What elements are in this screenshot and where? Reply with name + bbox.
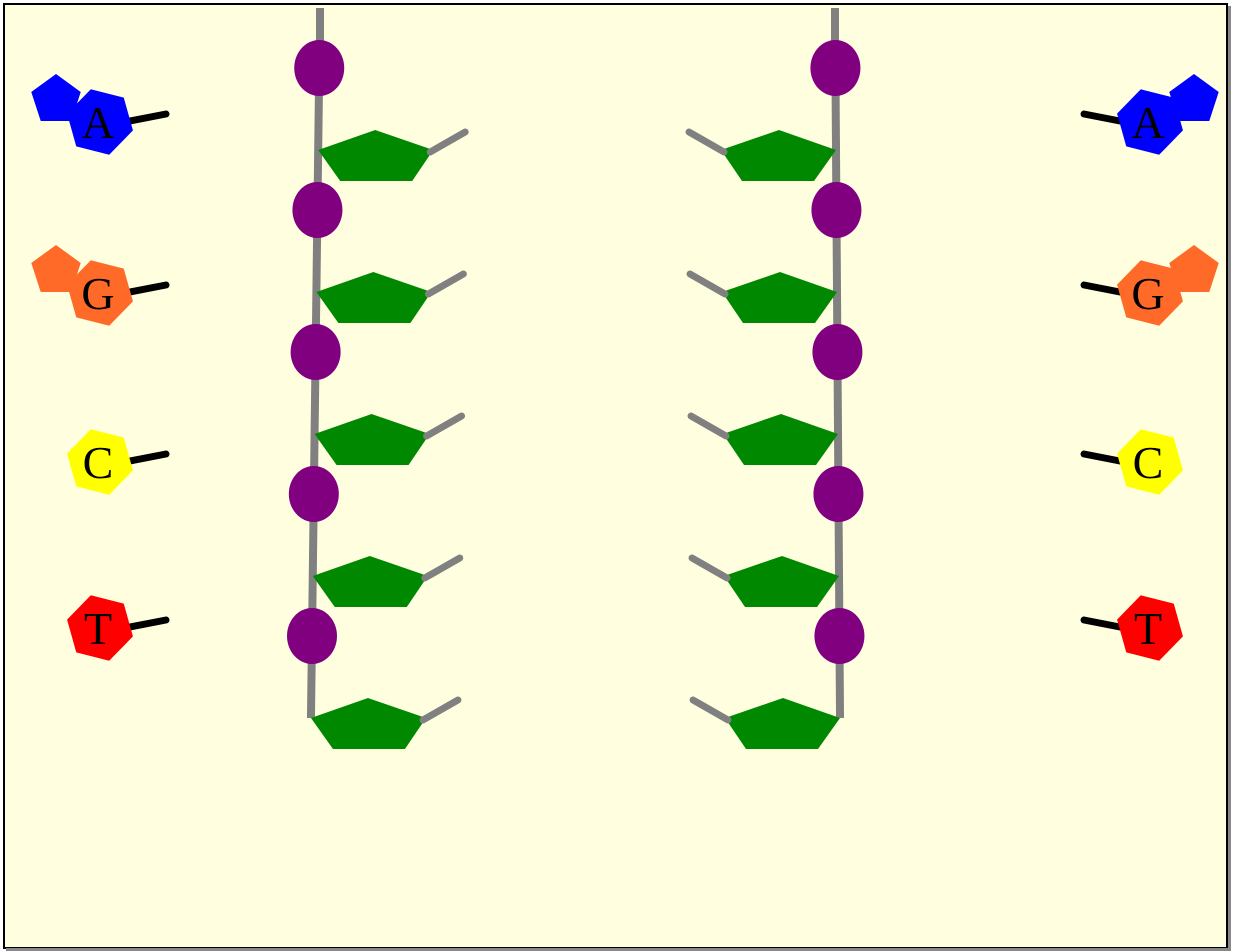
phosphate-group: [294, 40, 345, 96]
phosphate-group: [812, 324, 863, 380]
sugar-base-linker: [419, 696, 462, 724]
base-t: T: [67, 595, 170, 661]
base-letter: T: [84, 603, 112, 654]
glycosidic-bond: [1080, 616, 1129, 632]
right-free-bases: A G C T: [1080, 74, 1219, 661]
deoxyribose-sugar: [722, 272, 838, 323]
glycosidic-bond: [121, 281, 170, 297]
glycosidic-bond: [1080, 281, 1129, 297]
glycosidic-bond: [1080, 110, 1129, 126]
sugar-base-linker: [689, 696, 732, 724]
left-strand: [287, 8, 469, 749]
base-ring: [67, 89, 133, 155]
deoxyribose-sugar: [318, 130, 434, 181]
diagram-background: [3, 3, 1228, 949]
sugar-base-linker: [688, 554, 731, 582]
deoxyribose-sugar: [721, 130, 837, 181]
diagram-shadow-right: [1228, 6, 1231, 950]
sugar-base-linker: [424, 270, 467, 298]
base-ring: [1117, 595, 1183, 661]
phosphate-group: [290, 324, 341, 380]
base-g: G: [31, 245, 170, 326]
base-letter: T: [1134, 603, 1162, 654]
deoxyribose-sugar: [724, 556, 840, 607]
base-letter: C: [1133, 437, 1164, 488]
base-letter: G: [81, 268, 114, 319]
base-g: G: [1080, 245, 1219, 326]
right-strand: [685, 8, 865, 749]
glycosidic-bond: [1080, 450, 1129, 466]
base-ring-five: [1169, 245, 1219, 293]
base-letter: G: [1131, 268, 1164, 319]
base-ring: [67, 595, 133, 661]
base-c: C: [1080, 429, 1183, 495]
diagram-shadow-bottom: [6, 948, 1231, 951]
deoxyribose-sugar: [314, 414, 430, 465]
base-ring: [67, 260, 133, 326]
phosphate-group: [813, 466, 864, 522]
deoxyribose-sugar: [725, 698, 841, 749]
sugar-base-linker: [685, 128, 728, 156]
base-ring-five: [31, 74, 81, 122]
phosphate-group: [811, 182, 862, 238]
sugar-base-linker: [421, 554, 464, 582]
base-c: C: [67, 429, 170, 495]
base-a: A: [1080, 74, 1219, 155]
phosphate-group: [288, 466, 339, 522]
phosphate-group: [814, 608, 865, 664]
base-ring: [1117, 260, 1183, 326]
phosphate-group: [287, 608, 338, 664]
base-ring-five: [1169, 74, 1219, 122]
base-t: T: [1080, 595, 1183, 661]
base-ring: [1117, 429, 1183, 495]
base-ring: [67, 429, 133, 495]
sugar-base-linker: [426, 128, 469, 156]
phosphate-group: [810, 40, 861, 96]
sugar-base-linker: [423, 412, 466, 440]
glycosidic-bond: [121, 616, 170, 632]
left-free-bases: A G C T: [31, 74, 170, 661]
phosphate-group: [292, 182, 343, 238]
glycosidic-bond: [121, 110, 170, 126]
deoxyribose-sugar: [316, 272, 432, 323]
base-letter: A: [1131, 97, 1164, 148]
deoxyribose-sugar: [312, 556, 428, 607]
base-a: A: [31, 74, 170, 155]
base-ring: [1117, 89, 1183, 155]
deoxyribose-sugar: [310, 698, 426, 749]
sugar-base-linker: [687, 412, 730, 440]
glycosidic-bond: [121, 450, 170, 466]
deoxyribose-sugar: [723, 414, 839, 465]
sugar-base-linker: [686, 270, 729, 298]
base-ring-five: [31, 245, 81, 293]
base-letter: C: [83, 437, 114, 488]
base-letter: A: [81, 97, 114, 148]
